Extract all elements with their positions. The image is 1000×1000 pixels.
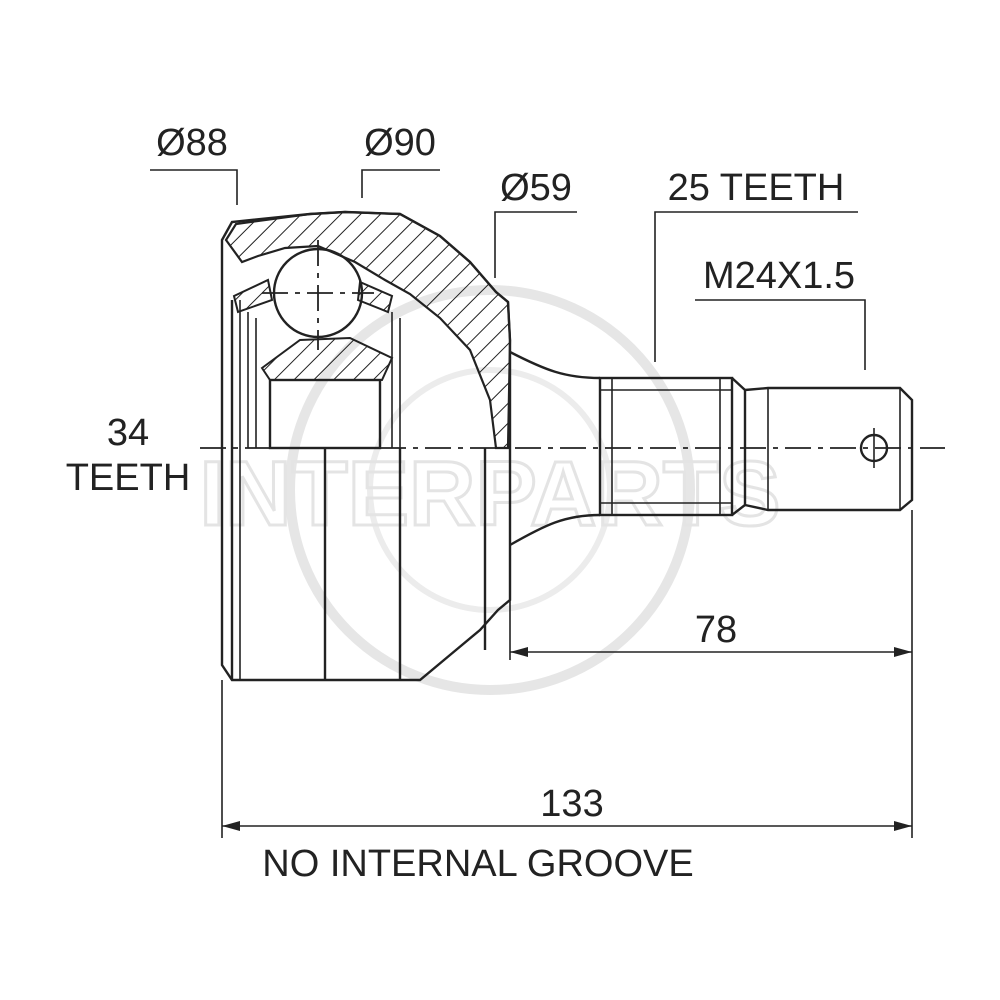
label-len-stub: 78 [695, 609, 737, 651]
leaders [150, 169, 866, 370]
label-teeth-inner-word: TEETH [66, 457, 191, 499]
d59-leader [494, 211, 577, 278]
neck-upper [509, 350, 601, 380]
inner-race-hatch [260, 336, 394, 381]
arrow-78-right [894, 647, 912, 657]
spline-section [598, 376, 734, 517]
label-d88: Ø88 [156, 122, 228, 164]
thread-section [744, 386, 914, 512]
watermark-text: INTERPARTS [200, 443, 781, 545]
dimensions [221, 510, 913, 838]
cage-hatch-left [232, 278, 274, 314]
d88-leader [150, 169, 238, 205]
arrow-78-left [510, 647, 528, 657]
label-d59: Ø59 [500, 167, 572, 209]
arrow-133-left [222, 821, 240, 831]
d90-leader [361, 169, 440, 198]
teeth-outer-leader [654, 211, 858, 362]
labels: Ø88 Ø90 Ø59 25 TEETH M24X1.5 34 TEETH 78… [66, 122, 855, 885]
label-teeth-outer: 25 TEETH [668, 167, 845, 209]
ball [262, 240, 374, 350]
thread-leader [695, 299, 866, 370]
label-d90: Ø90 [364, 122, 436, 164]
label-thread: M24X1.5 [703, 255, 855, 297]
cage-hatch-right [356, 280, 394, 314]
label-note: NO INTERNAL GROOVE [262, 843, 693, 885]
label-len-total: 133 [540, 783, 603, 825]
arrow-133-right [894, 821, 912, 831]
label-teeth-inner-count: 34 [107, 412, 149, 454]
neck-lower [509, 513, 601, 547]
stub-shaft [509, 350, 914, 547]
watermark: INTERPARTS [198, 285, 782, 695]
inner-race-bore [268, 378, 382, 450]
